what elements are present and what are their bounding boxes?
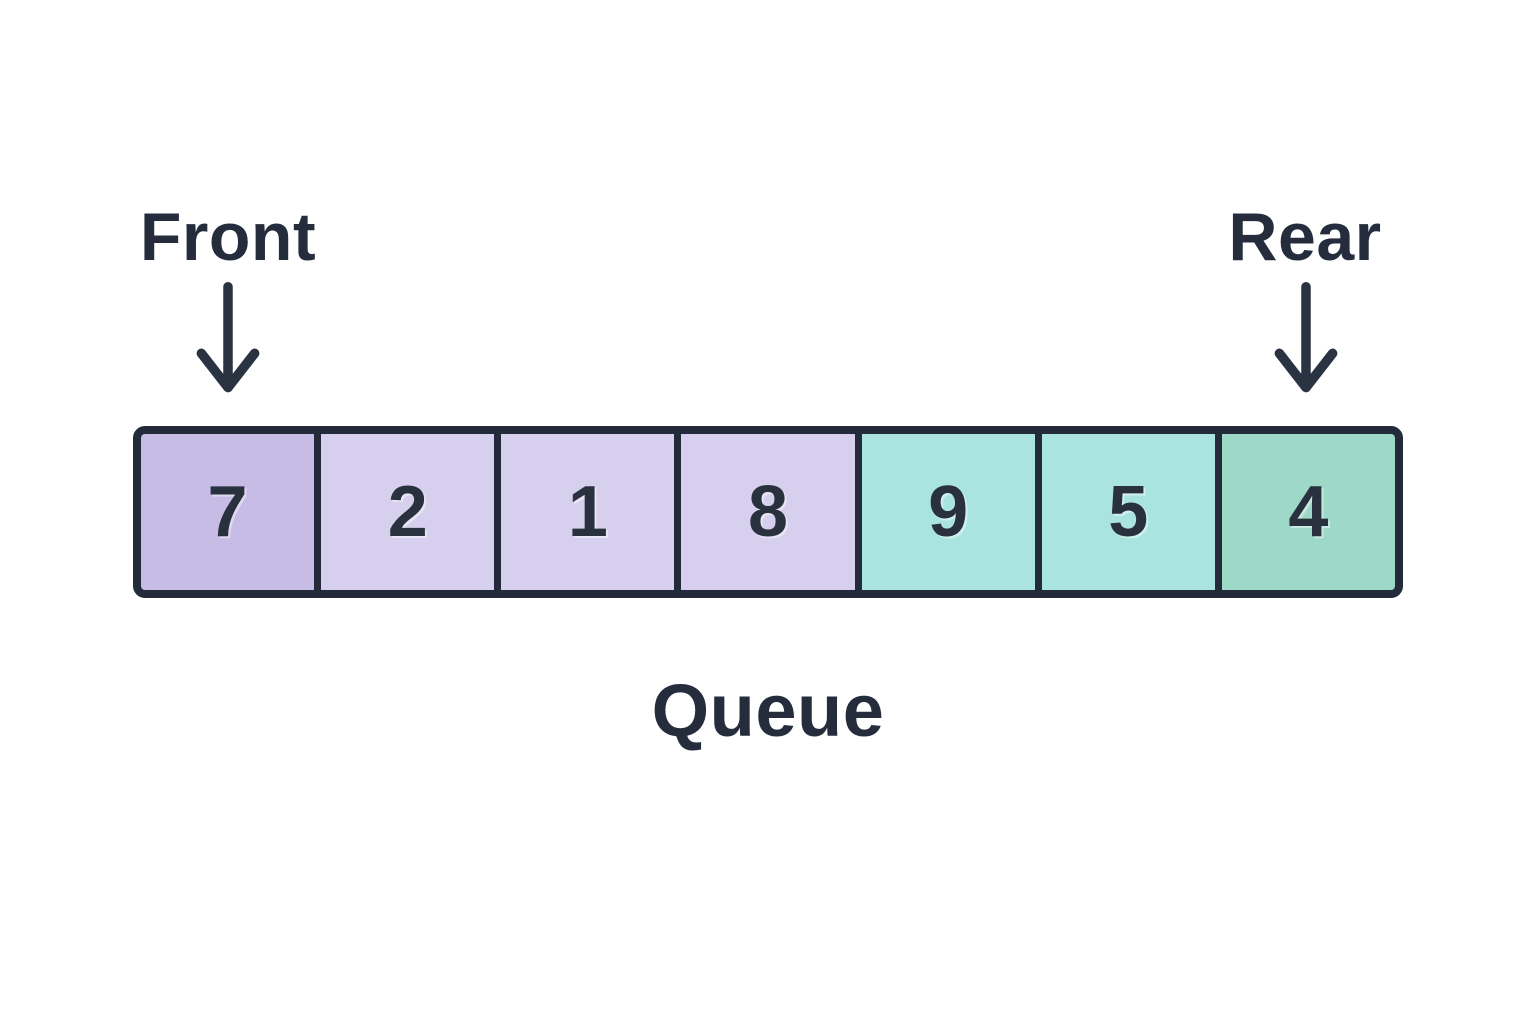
queue-cell-4: 9 xyxy=(854,434,1035,590)
queue-cell-3: 8 xyxy=(674,434,855,590)
queue-array: 7 2 1 8 9 5 4 xyxy=(133,426,1403,598)
front-down-arrow-icon xyxy=(196,281,260,393)
queue-cell-0: 7 xyxy=(141,434,315,590)
diagram-title: Queue xyxy=(651,669,885,752)
rear-label: Rear xyxy=(1228,199,1382,275)
queue-cell-5: 5 xyxy=(1034,434,1215,590)
queue-cell-1: 2 xyxy=(314,434,495,590)
queue-cell-6: 4 xyxy=(1214,434,1395,590)
rear-down-arrow-icon xyxy=(1274,281,1338,393)
queue-cell-2: 1 xyxy=(494,434,675,590)
front-label: Front xyxy=(139,199,317,275)
